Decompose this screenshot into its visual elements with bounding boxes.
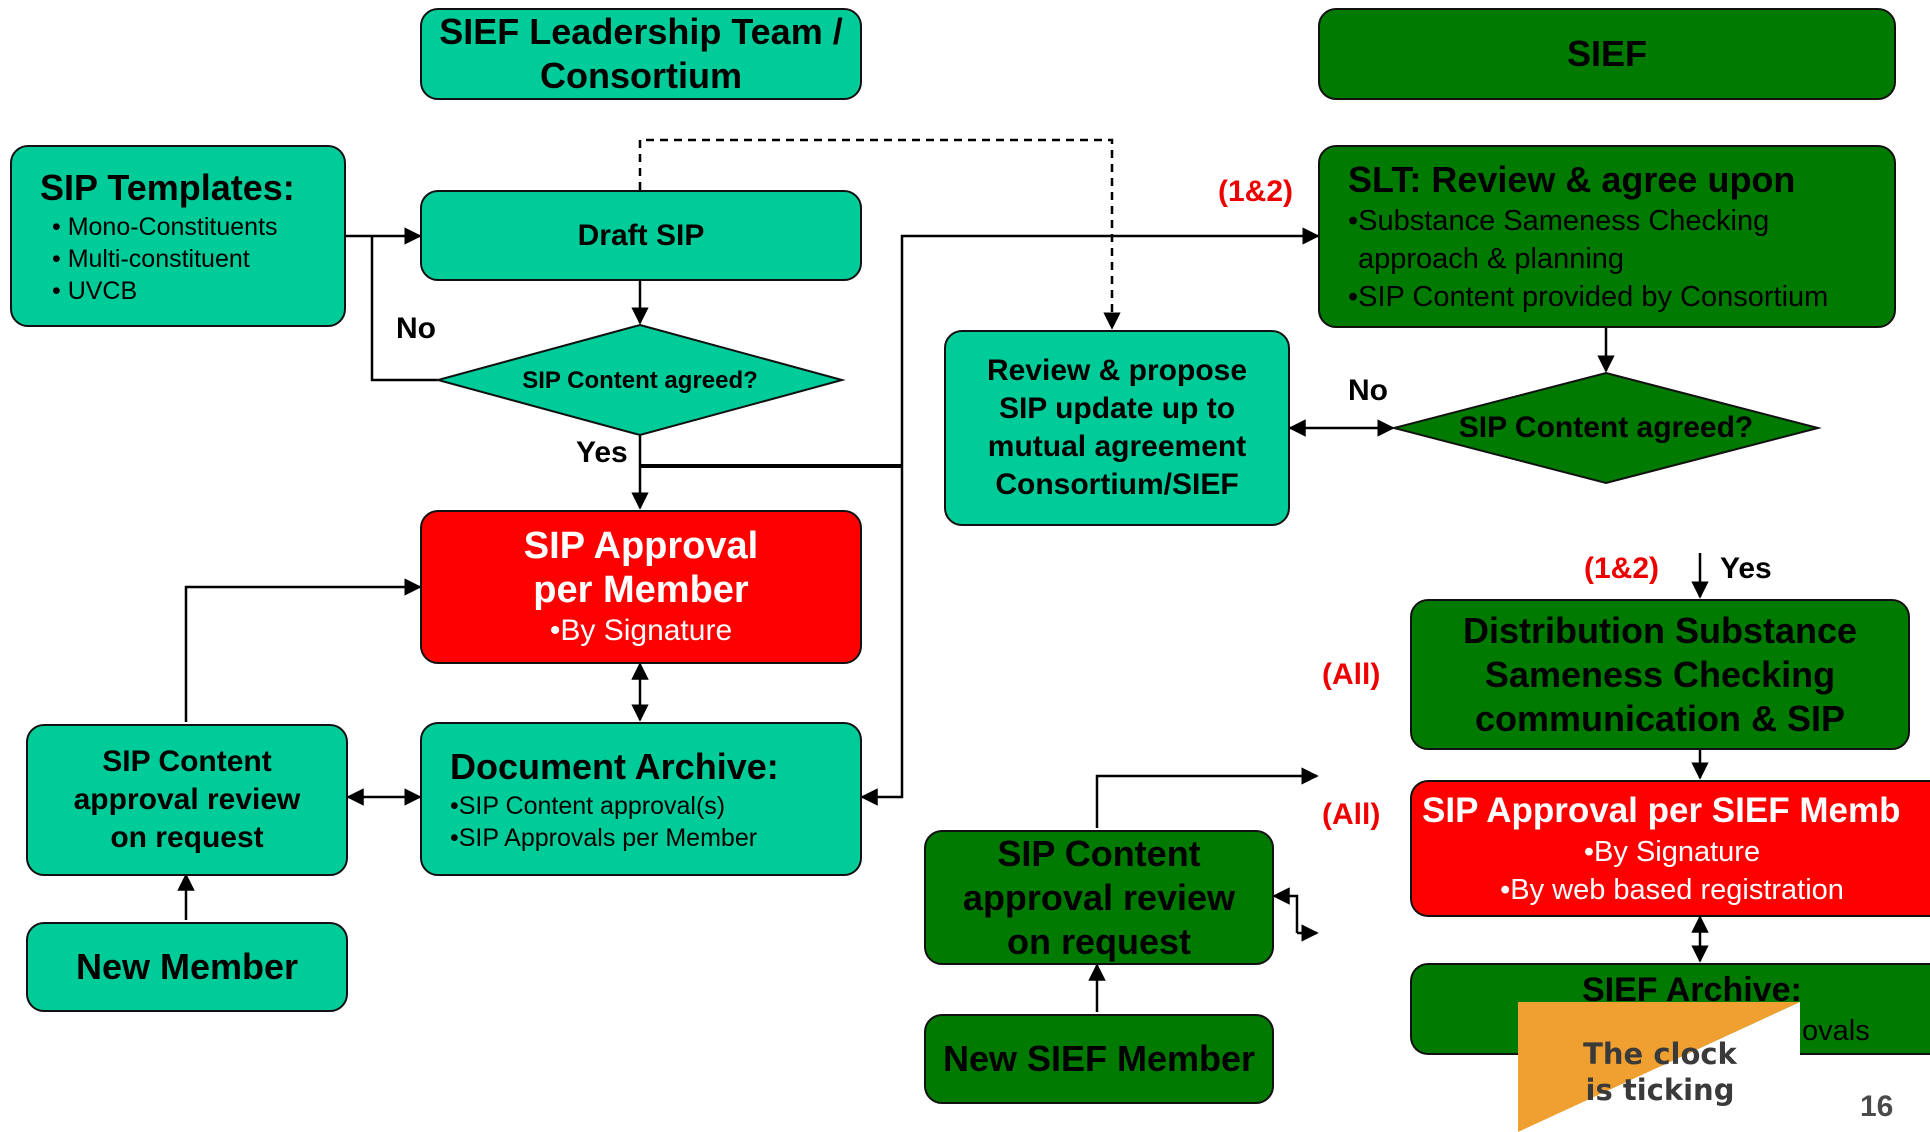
arrow-to-slt [900, 227, 1320, 466]
review-line1: SIP Content [102, 745, 272, 778]
sticker-line2: is ticking [1585, 1073, 1735, 1107]
no-label-right: No [1348, 374, 1388, 407]
distribution-line3: communication & SIP [1474, 697, 1846, 739]
no-label-left: No [396, 312, 436, 345]
sip-templates-box: SIP Templates: • Mono-Constituents • Mul… [10, 145, 346, 327]
template-item: • Mono-Constituents [52, 213, 278, 241]
sief-approval-item: •By web based registration [1500, 873, 1844, 906]
slt-item: •SIP Content provided by Consortium [1348, 280, 1829, 313]
decision-right-label: SIP Content agreed? [1458, 411, 1754, 444]
distribution-line2: Sameness Checking [1484, 653, 1836, 695]
slt-review-box: SLT: Review & agree upon •Substance Same… [1318, 145, 1896, 328]
slt-item: •Substance Sameness Checking [1348, 204, 1770, 237]
template-item: • UVCB [52, 277, 138, 305]
sief-review-line3: on request [1006, 920, 1192, 962]
clock-sticker [1518, 1002, 1800, 1132]
dashed-connector [638, 138, 1121, 330]
sief-review-line1: SIP Content [997, 832, 1201, 874]
archive-item: •SIP Content approval(s) [450, 792, 726, 820]
document-archive-box: Document Archive: •SIP Content approval(… [420, 722, 862, 876]
sief-approval-item: •By Signature [1583, 835, 1761, 868]
review-on-request-box: SIP Content approval review on request [26, 724, 348, 876]
arrow-sief-review-side [1272, 887, 1299, 933]
archive-item: •SIP Approvals per Member [450, 824, 758, 852]
review-propose-box: Review & propose SIP update up to mutual… [944, 330, 1290, 526]
tag-1-2-mid: (1&2) [1584, 552, 1660, 585]
decision-diamond-right [1390, 371, 1822, 485]
distribution-line1: Distribution Substance [1462, 609, 1858, 651]
draft-sip-label: Draft SIP [577, 218, 705, 252]
arrow-to-archive [860, 466, 904, 806]
propose-line4: Consortium/SIEF [995, 468, 1239, 501]
draft-sip-box: Draft SIP [420, 190, 862, 281]
sticker-text: The clock is ticking [1560, 1036, 1760, 1108]
arrow-review-to-approval [184, 578, 422, 722]
approval-bullet: •By Signature [549, 614, 733, 647]
sticker-line1: The clock [1583, 1037, 1737, 1071]
arrow-sief-review-up [1095, 767, 1319, 828]
decision-diamond-left [434, 323, 846, 437]
consortium-header-text: SIEF Leadership Team / Consortium [439, 11, 843, 96]
new-member-label: New Member [75, 946, 299, 987]
slt-title: SLT: Review & agree upon [1348, 158, 1796, 200]
new-sief-member-box: New SIEF Member [924, 1014, 1274, 1104]
approval-line2: per Member [533, 569, 749, 611]
consortium-header: SIEF Leadership Team / Consortium [420, 8, 862, 100]
tag-all-2: (All) [1322, 798, 1381, 831]
propose-line3: mutual agreement [987, 430, 1247, 463]
review-line2: approval review [73, 783, 301, 816]
yes-label-left: Yes [576, 436, 628, 469]
propose-line2: SIP update up to [998, 392, 1236, 425]
no-loop-line [370, 236, 438, 382]
tag-all-1: (All) [1322, 658, 1381, 691]
decision-left-label: SIP Content agreed? [522, 367, 758, 394]
sip-templates-title: SIP Templates: [40, 167, 295, 208]
sief-review-on-request-box: SIP Content approval review on request [924, 830, 1274, 965]
tag-1-2-top: (1&2) [1218, 175, 1294, 208]
sief-approval-title: SIP Approval per SIEF Memb [1422, 790, 1901, 830]
template-item: • Multi-constituent [52, 245, 250, 273]
yes-label-right: Yes [1720, 552, 1772, 585]
new-sief-member-label: New SIEF Member [942, 1038, 1256, 1079]
sief-header: SIEF [1318, 8, 1896, 100]
new-member-box: New Member [26, 922, 348, 1012]
page-number: 16 [1860, 1090, 1894, 1123]
sief-archive-partial: ovals [1802, 1015, 1870, 1047]
approval-line1: SIP Approval [523, 525, 759, 567]
propose-line1: Review & propose [986, 354, 1248, 387]
sief-approval-box: SIP Approval per SIEF Memb •By Signature… [1410, 780, 1930, 917]
sief-header-text: SIEF [1566, 33, 1647, 74]
distribution-box: Distribution Substance Sameness Checking… [1410, 599, 1910, 750]
slt-item: approach & planning [1358, 242, 1625, 275]
sief-review-line2: approval review [962, 876, 1236, 918]
archive-title: Document Archive: [450, 746, 779, 787]
review-line3: on request [110, 821, 264, 854]
sip-approval-member-box: SIP Approval per Member •By Signature [420, 510, 862, 664]
